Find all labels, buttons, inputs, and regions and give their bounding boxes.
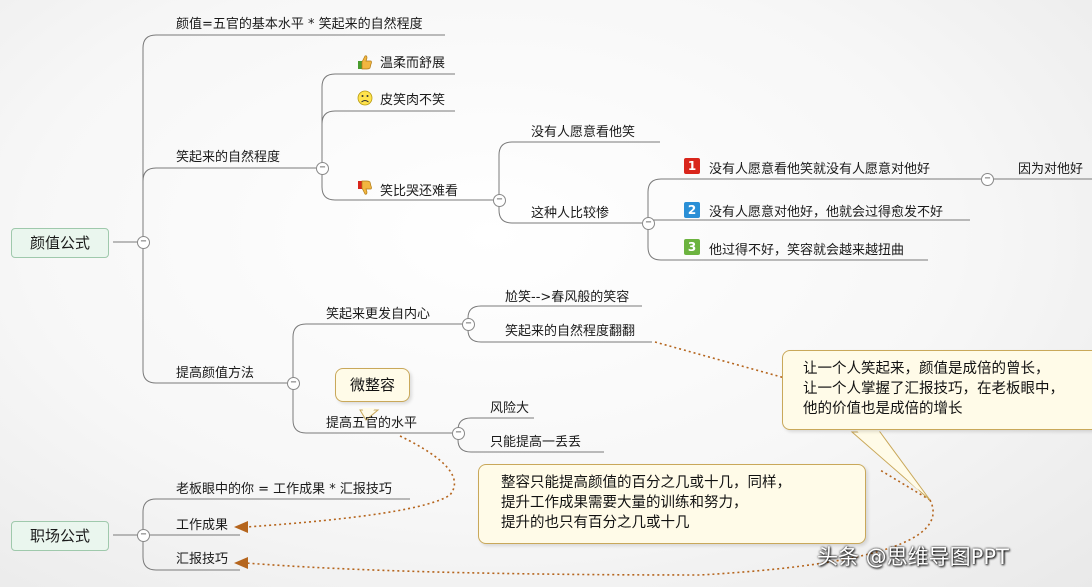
callout-right-line-3: 他的价值也是成倍的增长 (803, 401, 963, 417)
node-because[interactable]: 因为对他好 (1018, 162, 1084, 177)
collapse-toggle-point1[interactable]: − (981, 173, 994, 186)
thumbs-down-icon (358, 180, 372, 195)
node-risky[interactable]: 风险大 (490, 401, 530, 416)
node-results[interactable]: 工作成果 (176, 518, 229, 533)
node-tiny-gain[interactable]: 只能提高一丢丢 (490, 435, 582, 450)
node-improve-features[interactable]: 提高五官的水平 (326, 416, 418, 431)
node-reporting[interactable]: 汇报技巧 (176, 552, 229, 567)
collapse-toggle-pitiful[interactable]: − (642, 217, 655, 230)
callout-plastic-surgery[interactable]: 微整容 (335, 368, 411, 402)
collapse-toggle-heart[interactable]: − (462, 318, 475, 331)
node-point2[interactable]: 没有人愿意对他好，他就会过得愈发不好 (709, 205, 944, 220)
node-double[interactable]: 笑起来的自然程度翻翻 (505, 324, 636, 339)
node-from-heart[interactable]: 笑起来更发自内心 (326, 307, 431, 322)
badge-1: 1 (684, 158, 700, 174)
sad-face-icon (357, 90, 373, 106)
callout-middle-line-2: 提升工作成果需要大量的训练和努力， (501, 495, 748, 511)
thumbs-up-icon (358, 55, 372, 70)
root-work-formula[interactable]: 职场公式 (11, 521, 110, 551)
collapse-toggle-worse[interactable]: − (493, 194, 506, 207)
node-natural-degree[interactable]: 笑起来的自然程度 (176, 150, 281, 165)
node-improve[interactable]: 提高颜值方法 (176, 366, 255, 381)
collapse-toggle-face[interactable]: − (137, 236, 150, 249)
node-point3[interactable]: 他过得不好，笑容就会越来越扭曲 (709, 243, 905, 258)
badge-2: 2 (684, 202, 700, 218)
callout-right-line-2: 让一个人掌握了汇报技巧，在老板眼中， (803, 381, 1064, 397)
node-fake-smile[interactable]: 皮笑肉不笑 (380, 93, 446, 108)
callout-middle[interactable]: 整容只能提高颜值的百分之几或十几，同样， 提升工作成果需要大量的训练和努力， 提… (478, 464, 866, 544)
node-gentle[interactable]: 温柔而舒展 (380, 56, 446, 71)
badge-3: 3 (684, 239, 700, 255)
callout-middle-line-3: 提升的也只有百分之几或十几 (501, 515, 690, 531)
collapse-toggle-work[interactable]: − (137, 529, 150, 542)
node-worse-than-cry[interactable]: 笑比哭还难看 (380, 184, 459, 199)
node-face-formula[interactable]: 颜值=五官的基本水平 * 笑起来的自然程度 (176, 17, 423, 32)
node-awkward[interactable]: 尬笑-->春风般的笑容 (505, 290, 630, 305)
callout-plastic-text: 微整容 (350, 376, 396, 394)
callout-right-line-1: 让一个人笑起来，颜值是成倍的曾长， (803, 361, 1050, 377)
node-nobody-wants[interactable]: 没有人愿意看他笑 (531, 125, 636, 140)
node-point1[interactable]: 没有人愿意看他笑就没有人愿意对他好 (709, 162, 931, 177)
root-face-formula[interactable]: 颜值公式 (11, 228, 110, 258)
node-work-formula[interactable]: 老板眼中的你 = 工作成果 * 汇报技巧 (176, 482, 392, 497)
collapse-toggle-improve[interactable]: − (287, 377, 300, 390)
watermark: 头条 @思维导图PPT (817, 545, 1009, 569)
collapse-toggle-features[interactable]: − (452, 427, 465, 440)
node-pitiful[interactable]: 这种人比较惨 (531, 206, 610, 221)
callout-right[interactable]: 让一个人笑起来，颜值是成倍的曾长， 让一个人掌握了汇报技巧，在老板眼中， 他的价… (782, 350, 1092, 430)
callout-middle-line-1: 整容只能提高颜值的百分之几或十几，同样， (501, 475, 791, 491)
collapse-toggle-natural[interactable]: − (316, 162, 329, 175)
